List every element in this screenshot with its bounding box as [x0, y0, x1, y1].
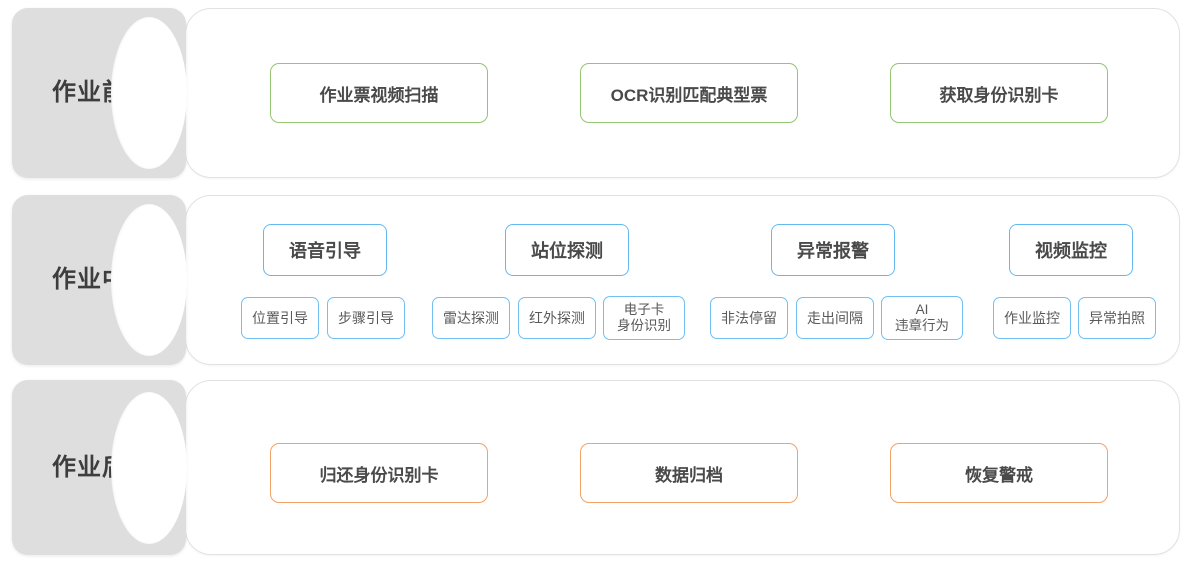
sub-box-during-1[interactable]: 步骤引导 — [327, 297, 405, 339]
sub-box-during-6[interactable]: 走出间隔 — [796, 297, 874, 339]
phase-panel-during — [185, 195, 1180, 365]
task-box-after-0[interactable]: 归还身份识别卡 — [270, 443, 488, 503]
task-box-during-0[interactable]: 语音引导 — [263, 224, 387, 276]
task-box-after-2[interactable]: 恢复警戒 — [890, 443, 1108, 503]
task-box-after-1[interactable]: 数据归档 — [580, 443, 798, 503]
task-box-during-2[interactable]: 异常报警 — [771, 224, 895, 276]
phase-row-during: 作业中 — [0, 195, 1200, 365]
sub-box-during-7[interactable]: AI 违章行为 — [881, 296, 963, 340]
task-box-before-0[interactable]: 作业票视频扫描 — [270, 63, 488, 123]
phase-tab-during[interactable]: 作业中 — [12, 195, 187, 365]
sub-box-during-5[interactable]: 非法停留 — [710, 297, 788, 339]
task-box-during-3[interactable]: 视频监控 — [1009, 224, 1133, 276]
sub-box-during-4[interactable]: 电子卡 身份识别 — [603, 296, 685, 340]
phase-tab-after[interactable]: 作业后 — [12, 380, 187, 555]
sub-box-during-8[interactable]: 作业监控 — [993, 297, 1071, 339]
phase-tab-notch-after — [111, 391, 187, 544]
sub-box-during-9[interactable]: 异常拍照 — [1078, 297, 1156, 339]
phase-tab-notch-during — [111, 204, 187, 356]
phase-tab-before[interactable]: 作业前 — [12, 8, 187, 178]
task-box-before-2[interactable]: 获取身份识别卡 — [890, 63, 1108, 123]
task-box-before-1[interactable]: OCR识别匹配典型票 — [580, 63, 798, 123]
task-box-during-1[interactable]: 站位探测 — [505, 224, 629, 276]
sub-box-during-0[interactable]: 位置引导 — [241, 297, 319, 339]
sub-box-during-2[interactable]: 雷达探测 — [432, 297, 510, 339]
phase-tab-notch-before — [111, 17, 187, 169]
sub-box-during-3[interactable]: 红外探测 — [518, 297, 596, 339]
